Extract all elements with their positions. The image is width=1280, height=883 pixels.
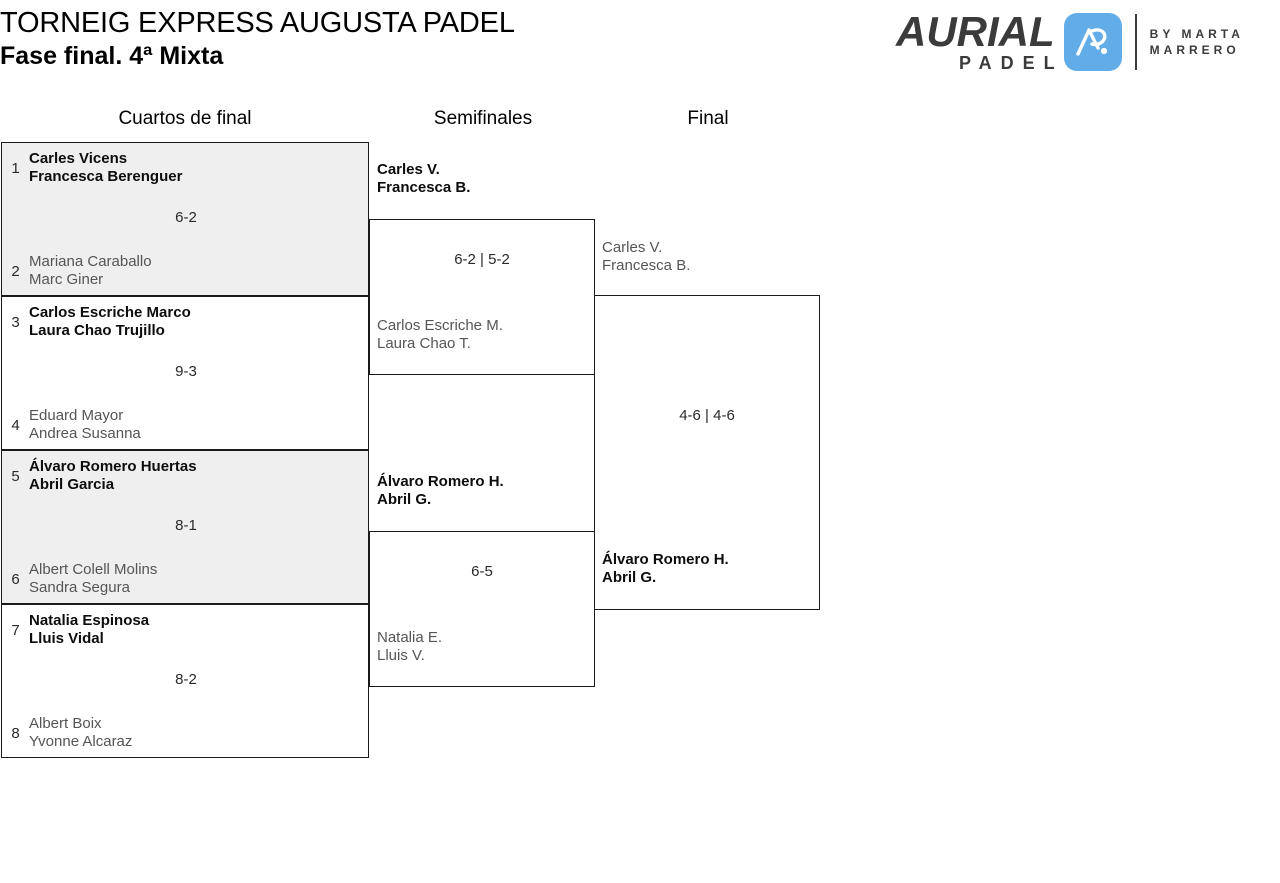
player-name: Yvonne Alcaraz — [29, 733, 133, 750]
match-team-loser: 4 Eduard Mayor Andrea Susanna — [2, 407, 370, 444]
match-score: 8-2 — [175, 671, 197, 688]
player-name: Francesca B. — [377, 179, 471, 196]
seed-number: 1 — [11, 160, 20, 177]
seed-number: 2 — [11, 263, 20, 280]
team-players: Albert Colell Molins Sandra Segura — [29, 561, 157, 597]
team-players: Eduard Mayor Andrea Susanna — [29, 407, 141, 443]
logo-badge-icon — [1063, 13, 1122, 71]
player-name: Carles V. — [602, 239, 663, 256]
final-team-runner-up: Carles V. Francesca B. — [602, 239, 690, 275]
player-name: Natalia Espinosa — [29, 612, 150, 629]
logo-brand-text: AURIAL — [896, 7, 1055, 55]
match-score: 9-3 — [175, 363, 197, 380]
logo-byline-line2: MARRERO — [1149, 43, 1240, 57]
player-name: Carles Vicens — [29, 150, 128, 167]
player-name: Álvaro Romero H. — [602, 551, 729, 568]
logo-wordmark: AURIAL PADEL — [896, 7, 1055, 73]
semifinal-2-team-loser: Natalia E. Lluis V. — [377, 629, 442, 665]
quarterfinal-match-4[interactable]: 7 Natalia Espinosa Lluis Vidal 8-2 8 Alb… — [1, 604, 369, 758]
round-header-semifinals: Semifinales — [433, 108, 533, 129]
logo-byline: BY MARTA MARRERO — [1150, 14, 1244, 70]
player-name: Francesca B. — [602, 257, 691, 274]
logo-sub-text: PADEL — [958, 52, 1064, 73]
team-players: Mariana Caraballo Marc Giner — [29, 253, 152, 289]
player-name: Abril Garcia — [29, 476, 115, 493]
match-score: 4-6 | 4-6 — [679, 407, 735, 424]
team-players: Carlos Escriche Marco Laura Chao Trujill… — [29, 304, 191, 340]
match-team-winner: 5 Álvaro Romero Huertas Abril Garcia — [2, 458, 370, 495]
team-players: Álvaro Romero Huertas Abril Garcia — [29, 458, 197, 494]
player-name: Carlos Escriche M. — [377, 317, 503, 334]
final-team-champion: Álvaro Romero H. Abril G. — [602, 551, 729, 587]
page-title: TORNEIG EXPRESS AUGUSTA PADEL — [0, 7, 515, 39]
match-team-winner: 3 Carlos Escriche Marco Laura Chao Truji… — [2, 304, 370, 341]
semifinal-2-team-winner: Álvaro Romero H. Abril G. — [377, 473, 504, 509]
seed-number: 5 — [11, 468, 20, 485]
player-name: Abril G. — [602, 569, 657, 586]
player-name: Lluis Vidal — [29, 630, 104, 647]
match-team-winner: 1 Carles Vicens Francesca Berenguer — [2, 150, 370, 187]
player-name: Abril G. — [377, 491, 432, 508]
match-score: 8-1 — [175, 517, 197, 534]
player-name: Marc Giner — [29, 271, 104, 288]
player-name: Álvaro Romero Huertas — [29, 458, 197, 475]
title-block: TORNEIG EXPRESS AUGUSTA PADEL Fase final… — [0, 6, 860, 72]
player-name: Laura Chao T. — [377, 335, 471, 352]
logo-byline-line1: BY MARTA — [1149, 27, 1244, 41]
quarterfinal-match-1[interactable]: 1 Carles Vicens Francesca Berenguer 6-2 … — [1, 142, 369, 296]
quarterfinal-match-3[interactable]: 5 Álvaro Romero Huertas Abril Garcia 8-1… — [1, 450, 369, 604]
aurial-padel-logo: AURIAL PADEL BY MARTA MARRERO — [896, 10, 1268, 74]
player-name: Albert Colell Molins — [29, 561, 158, 578]
match-team-loser: 2 Mariana Caraballo Marc Giner — [2, 253, 370, 290]
page-header: TORNEIG EXPRESS AUGUSTA PADEL Fase final… — [0, 0, 1280, 90]
final-match[interactable]: 4-6 | 4-6 — [594, 295, 820, 610]
player-name: Lluis V. — [377, 647, 425, 664]
player-name: Mariana Caraballo — [29, 253, 152, 270]
player-name: Albert Boix — [29, 715, 102, 732]
seed-number: 8 — [11, 725, 20, 742]
player-name: Francesca Berenguer — [29, 168, 183, 185]
player-name: Sandra Segura — [29, 579, 130, 596]
seed-number: 6 — [11, 571, 20, 588]
round-header-quarterfinals: Cuartos de final — [118, 108, 252, 129]
team-players: Natalia Espinosa Lluis Vidal — [29, 612, 149, 648]
phase-subtitle: Fase final. 4ª Mixta — [0, 42, 224, 70]
match-score: 6-2 | 5-2 — [454, 251, 510, 268]
player-name: Laura Chao Trujillo — [29, 322, 165, 339]
seed-number: 3 — [11, 314, 20, 331]
round-header-final: Final — [687, 108, 729, 129]
logo-divider — [1134, 14, 1137, 70]
player-name: Carlos Escriche Marco — [29, 304, 191, 321]
player-name: Eduard Mayor — [29, 407, 124, 424]
team-players: Carles Vicens Francesca Berenguer — [29, 150, 182, 186]
player-name: Andrea Susanna — [29, 425, 141, 442]
semifinal-1-team-winner: Carles V. Francesca B. — [377, 161, 470, 197]
semifinal-1-team-loser: Carlos Escriche M. Laura Chao T. — [377, 317, 503, 353]
match-team-loser: 6 Albert Colell Molins Sandra Segura — [2, 561, 370, 598]
player-name: Natalia E. — [377, 629, 443, 646]
match-score: 6-2 — [175, 209, 197, 226]
quarterfinal-match-2[interactable]: 3 Carlos Escriche Marco Laura Chao Truji… — [1, 296, 369, 450]
player-name: Álvaro Romero H. — [377, 473, 504, 490]
seed-number: 4 — [11, 417, 20, 434]
match-score: 6-5 — [471, 563, 493, 580]
match-team-winner: 7 Natalia Espinosa Lluis Vidal — [2, 612, 370, 649]
player-name: Carles V. — [377, 161, 440, 178]
match-team-loser: 8 Albert Boix Yvonne Alcaraz — [2, 715, 370, 752]
team-players: Albert Boix Yvonne Alcaraz — [29, 715, 132, 751]
seed-number: 7 — [11, 622, 20, 639]
